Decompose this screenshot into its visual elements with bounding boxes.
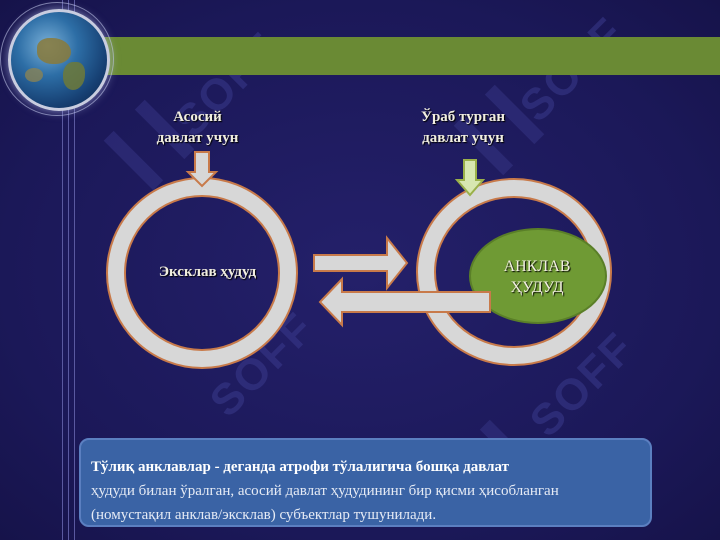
- arrow-right: [313, 235, 409, 291]
- definition-body-text: ҳудуди билан ўралган, асосий давлат ҳуду…: [91, 483, 559, 523]
- enclave-label: АНКЛАВ ҲУДУД: [503, 258, 571, 296]
- globe-icon: [8, 9, 110, 111]
- decor-line: [62, 0, 63, 540]
- arrow-down-right: [454, 159, 486, 197]
- decor-line: [68, 0, 69, 540]
- arrow-down-left: [185, 151, 219, 188]
- label-main-state: Асосий давлат учун: [156, 109, 239, 146]
- exclave-label: Эксклав ҳудуд: [158, 264, 257, 280]
- definition-box: Тўлиқ анклавлар - деганда атрофи тўлалиг…: [79, 438, 652, 527]
- arrow-left: [318, 276, 491, 328]
- label-surrounding-state: Ўраб турган давлат учун: [420, 109, 506, 146]
- enclave-oval: [469, 228, 607, 324]
- definition-bold-text: Тўлиқ анклавлар - деганда атрофи тўлалиг…: [91, 459, 510, 475]
- decor-line: [74, 0, 75, 540]
- orbit-ring: [0, 2, 114, 116]
- title-bar: [104, 37, 720, 75]
